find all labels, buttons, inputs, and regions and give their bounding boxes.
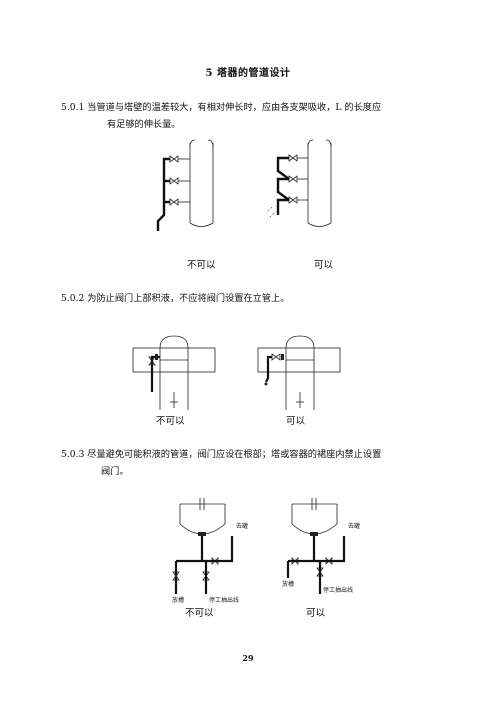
clause-5-0-2-line1: 5.0.2 为防止阀门上部积液，不应将阀门设置在立管上。 (61, 293, 290, 304)
figure-3-right-to-tank-label: 去罐 (348, 522, 360, 530)
clause-5-0-3-line2: 阀门。 (101, 466, 129, 477)
figure-1-caption-good: 可以 (314, 260, 334, 271)
figure-2-caption-bad: 不可以 (156, 416, 185, 427)
figure-1-caption-bad: 不可以 (187, 260, 216, 271)
clause-5-0-2: 5.0.2 为防止阀门上部积液，不应将阀门设置在立管上。 (61, 290, 289, 307)
figure-1-thermal-expansion (156, 139, 332, 231)
clause-5-0-1-line2: 有足够的伸长量。 (107, 119, 181, 130)
clause-5-0-1: 5.0.1 当管道与塔壁的温差较大，有相对伸长时，应由各支架吸收，L 的长度应 … (61, 99, 441, 133)
page-number: 29 (242, 653, 254, 663)
figure-2-caption-good: 可以 (286, 416, 306, 427)
figure-3-left-shutdown-label: 停工抽出线 (209, 596, 239, 604)
section-title: 5 塔器的管道设计 (205, 68, 291, 79)
clause-5-0-1-line1: 5.0.1 当管道与塔壁的温差较大，有相对伸长时，应由各支架吸收，L 的长度应 (61, 102, 382, 113)
figure-2-valve-placement (132, 335, 341, 410)
figure-3-caption-good: 可以 (306, 608, 326, 619)
figure-3-caption-bad: 不可以 (185, 608, 214, 619)
clause-5-0-3-line1: 5.0.3 尽量避免可能积液的管道，阀门应设在根部；塔或容器的裙座内禁止设置 (61, 449, 382, 460)
figure-3-right-shutdown-label: 停工抽出线 (323, 586, 353, 594)
figure-3-left-to-tank-label: 去罐 (236, 522, 248, 530)
clause-5-0-3: 5.0.3 尽量避免可能积液的管道，阀门应设在根部；塔或容器的裙座内禁止设置 阀… (61, 446, 441, 480)
figure-3-right-drain-label: 放槽 (282, 580, 294, 588)
figure-3-left-drain-label: 放槽 (172, 596, 184, 604)
figure-3-drain-valve: 去罐 放槽 停工抽出线 去罐 放槽 停工抽出线 (172, 498, 360, 604)
